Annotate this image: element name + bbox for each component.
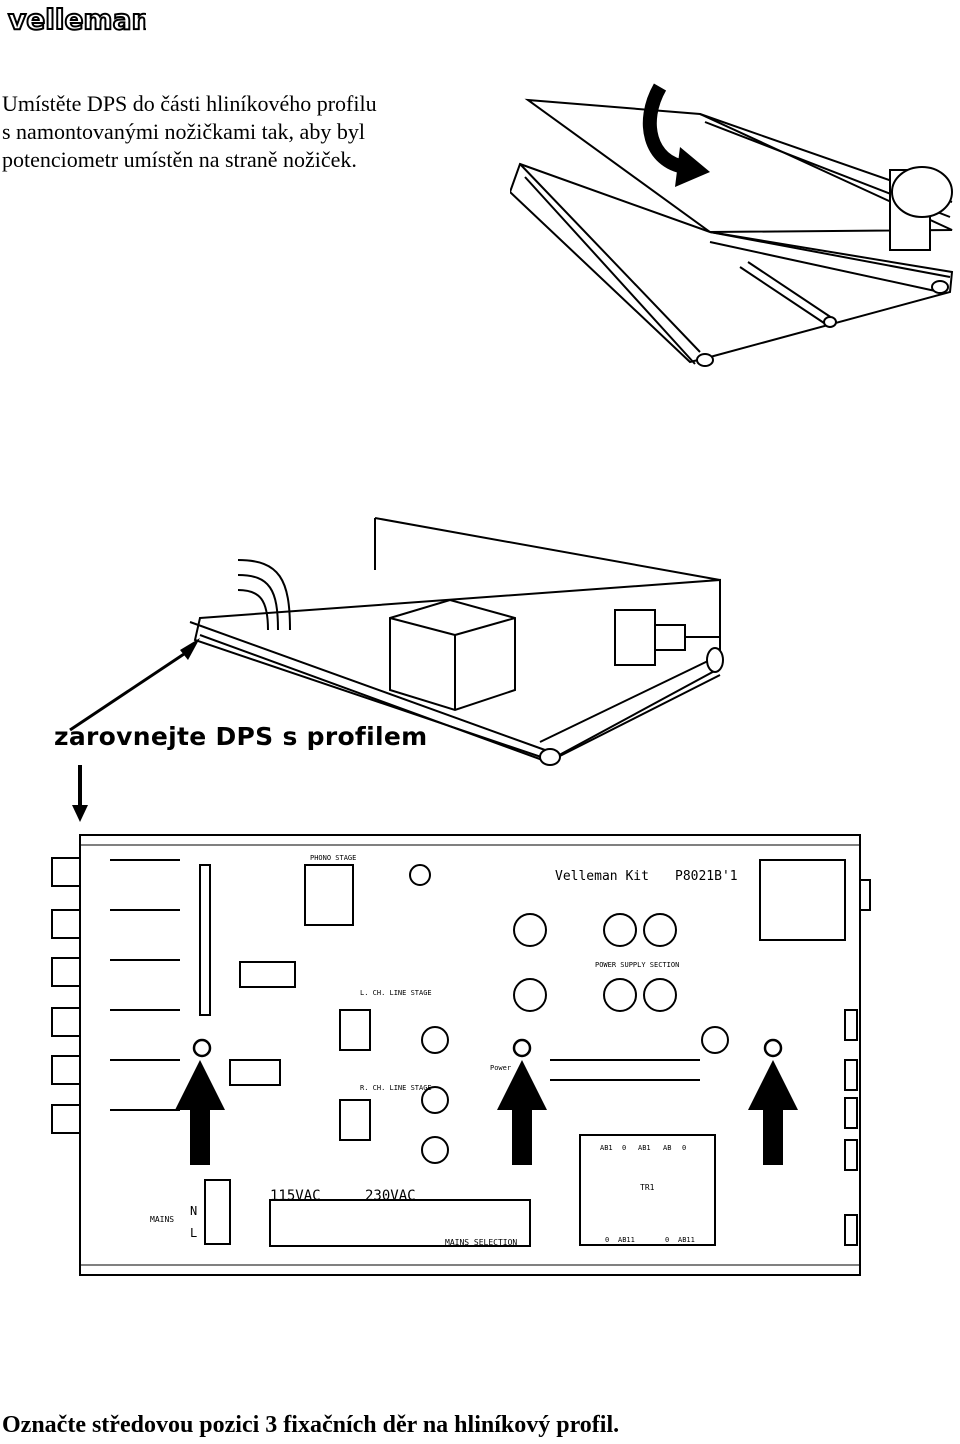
logo-text: velleman xyxy=(8,3,146,36)
align-callout: zarovnejte DPS s profilem xyxy=(54,722,428,751)
l-label: L xyxy=(190,1226,197,1240)
n-label: N xyxy=(190,1204,197,1218)
curved-arrow-icon xyxy=(675,147,710,187)
mains-selection-label: MAINS SELECTION xyxy=(445,1238,517,1247)
instruction-line-1: Umístěte DPS do části hliníkového profil… xyxy=(2,91,377,116)
pcb-title: Velleman Kit xyxy=(555,869,649,884)
arrow-up-icon xyxy=(748,1060,798,1165)
caption-text: Označte středovou pozici 3 fixačních děr… xyxy=(2,1412,620,1438)
tr1-pin-ab1-a: AB1 xyxy=(600,1144,613,1152)
r-line-stage-label: R. CH. LINE STAGE xyxy=(360,1084,432,1092)
velleman-logo-icon: velleman xyxy=(6,2,146,36)
profile-illustration xyxy=(510,83,954,367)
mains-label: MAINS xyxy=(150,1215,174,1224)
tr1-pin-0-a: 0 xyxy=(622,1144,626,1152)
phono-stage-label: PHONO STAGE xyxy=(310,854,356,862)
tr1-pin-ab: AB xyxy=(663,1144,671,1152)
instruction-line-2: s namontovanými nožičkami tak, aby byl xyxy=(2,119,365,144)
assembly-illustration: Velleman Kit P8021B'1 PHONO STAGE POWER … xyxy=(51,517,871,1276)
transformer-label: TR1 xyxy=(640,1183,655,1192)
power-label: Power xyxy=(490,1064,511,1072)
power-supply-label: POWER SUPPLY SECTION xyxy=(595,961,679,969)
tr1-pin-ab11-a: AB11 xyxy=(618,1236,635,1244)
instruction-line-3: potenciometr umístěn na straně nožiček. xyxy=(2,147,357,172)
arrow-down-icon xyxy=(72,765,88,822)
tr1-pin-ab11-b: AB11 xyxy=(678,1236,695,1244)
pcb-code: P8021B'1 xyxy=(675,869,738,884)
l-line-stage-label: L. CH. LINE STAGE xyxy=(360,989,432,997)
tr1-pin-ab1-b: AB1 xyxy=(638,1144,651,1152)
voltage-115-label: 115VAC xyxy=(270,1188,321,1204)
instruction-text: Umístěte DPS do části hliníkového profil… xyxy=(2,90,472,174)
arrow-up-icon xyxy=(497,1060,547,1165)
tr1-pin-0-c: 0 xyxy=(605,1236,609,1244)
tr1-pin-0-b: 0 xyxy=(682,1144,686,1152)
arrow-icon xyxy=(180,638,200,660)
fixing-hole-arrows xyxy=(175,1060,798,1165)
tr1-pin-0-d: 0 xyxy=(665,1236,669,1244)
arrow-up-icon xyxy=(175,1060,225,1165)
voltage-230-label: 230VAC xyxy=(365,1188,416,1204)
